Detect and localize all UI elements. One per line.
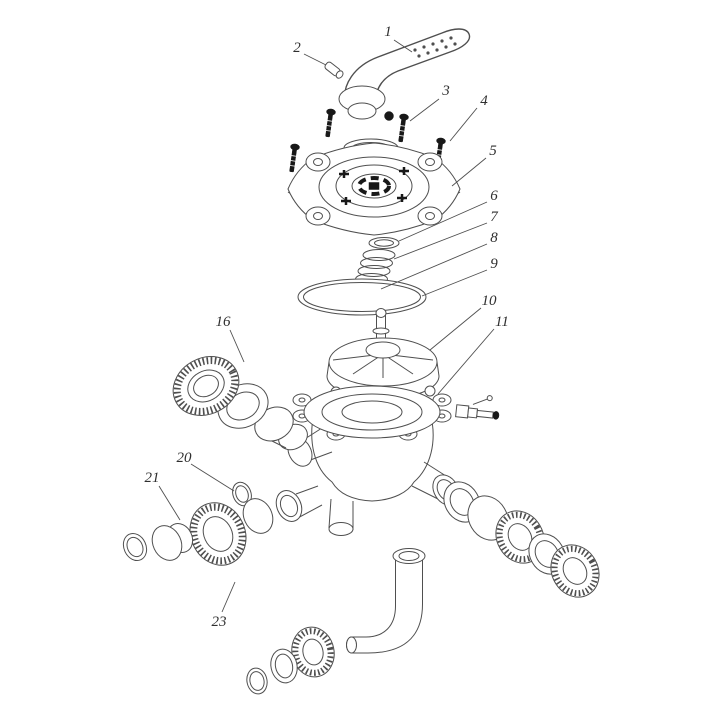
union-port-stub xyxy=(242,498,274,534)
screw xyxy=(325,108,336,138)
part-callout-6: 6 xyxy=(398,188,498,242)
drain-fitting xyxy=(455,395,500,420)
part-callout-9: 9 xyxy=(421,256,498,297)
port-front-left xyxy=(275,490,303,522)
valve-cover xyxy=(287,138,461,236)
part-label-2: 2 xyxy=(293,40,301,56)
union-upper-left xyxy=(172,356,308,451)
handle xyxy=(338,28,471,121)
pin xyxy=(324,61,344,79)
valve-body xyxy=(275,385,500,536)
part-callout-16: 16 xyxy=(216,314,245,363)
handle-grip-dots xyxy=(413,36,457,58)
part-callout-21: 21 xyxy=(145,470,181,521)
rotor-hub xyxy=(365,341,401,359)
part-callout-8: 8 xyxy=(380,230,498,290)
union-right-train xyxy=(443,481,600,598)
union-nut-ribbed xyxy=(550,544,600,598)
part-label-4: 4 xyxy=(480,93,488,109)
part-label-23: 23 xyxy=(212,614,227,630)
port-bottom xyxy=(328,522,354,536)
elbow-pipe-assembly xyxy=(246,548,426,695)
part-callout-23: 23 xyxy=(212,581,236,630)
o-ring xyxy=(122,532,148,562)
part-label-1: 1 xyxy=(384,24,392,40)
union-nut-ribbed xyxy=(172,356,240,416)
part-label-6: 6 xyxy=(490,188,498,204)
o-ring xyxy=(246,667,268,695)
part-callout-1: 1 xyxy=(384,24,413,53)
part-label-21: 21 xyxy=(145,470,160,486)
part-callout-3: 3 xyxy=(409,83,450,122)
part-callout-4: 4 xyxy=(449,93,488,142)
part-callout-5: 5 xyxy=(451,143,497,187)
part-label-7: 7 xyxy=(490,209,499,225)
handle-socket xyxy=(357,176,391,196)
part-callout-20: 20 xyxy=(177,450,235,492)
screw xyxy=(398,113,409,143)
part-label-9: 9 xyxy=(490,256,498,272)
part-callout-10: 10 xyxy=(429,293,498,351)
part-label-5: 5 xyxy=(489,143,497,159)
part-label-20: 20 xyxy=(177,450,193,466)
callouts: 1 2 3 4 5 6 7 8 xyxy=(145,24,509,630)
cover-screw-sockets xyxy=(339,167,409,205)
union-nut-ribbed xyxy=(291,626,335,678)
union-nut-ribbed xyxy=(189,502,247,566)
handle-knob xyxy=(384,111,394,121)
part-callout-2: 2 xyxy=(293,40,327,66)
elbow-pipe xyxy=(346,557,423,654)
washer xyxy=(368,237,400,249)
part-label-8: 8 xyxy=(490,230,498,246)
part-label-16: 16 xyxy=(216,314,232,330)
part-label-3: 3 xyxy=(441,83,450,99)
part-label-11: 11 xyxy=(495,314,509,330)
part-label-10: 10 xyxy=(482,293,498,309)
union-tailpiece xyxy=(151,525,183,561)
large-o-ring xyxy=(297,278,427,316)
union-lower-left xyxy=(122,498,274,566)
part-callout-7: 7 xyxy=(393,209,499,260)
screw xyxy=(289,143,300,173)
part-callout-11: 11 xyxy=(437,314,509,395)
cover-bolt-lugs xyxy=(305,152,443,226)
